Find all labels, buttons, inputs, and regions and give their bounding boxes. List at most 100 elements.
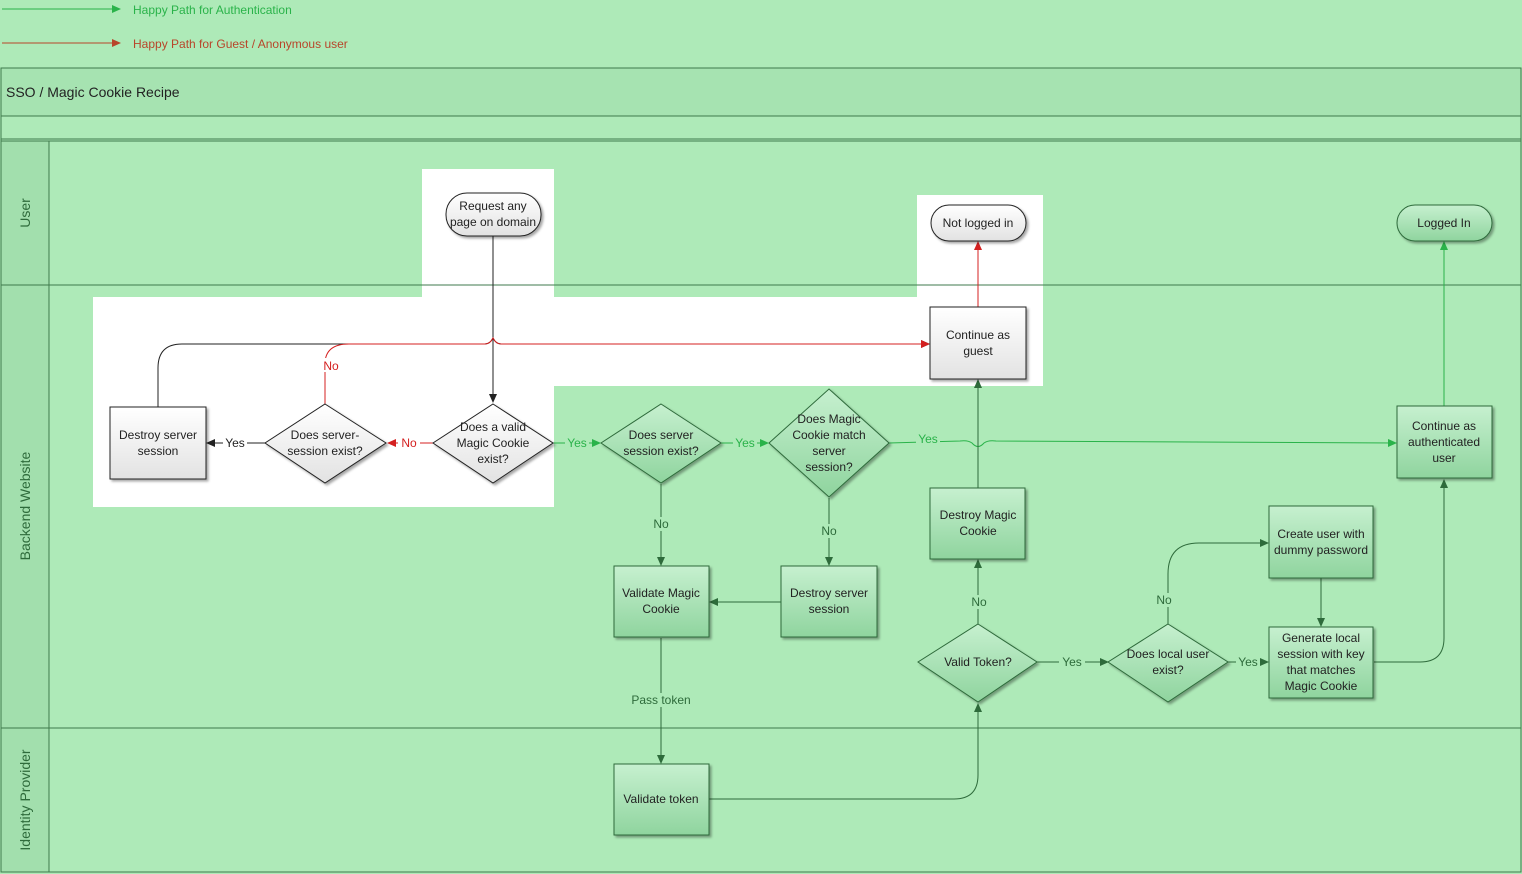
node-label-line: Does server bbox=[629, 428, 694, 442]
label-yes-black: Yes bbox=[225, 436, 245, 450]
node-destroy-session-2-label: Destroy server session bbox=[790, 586, 868, 616]
node-label-line: Valid Token? bbox=[944, 655, 1012, 669]
node-label-line: session? bbox=[805, 460, 853, 474]
node-label-line: Destroy Magic bbox=[940, 508, 1017, 522]
label-no-1: No bbox=[653, 517, 669, 531]
label-no-3: No bbox=[971, 595, 987, 609]
node-request-page-label: Request any page on domain bbox=[450, 199, 536, 229]
node-label-line: Cookie bbox=[642, 602, 680, 616]
node-label-line: Logged In bbox=[1417, 216, 1470, 230]
node-label-line: Cookie match bbox=[792, 428, 865, 442]
node-destroy-session-1: Destroy server session bbox=[109, 406, 207, 480]
node-label-line: Does server- bbox=[291, 428, 360, 442]
node-label-line: Magic Cookie bbox=[1285, 679, 1358, 693]
connectors bbox=[157, 236, 1448, 800]
node-label-line: session exist? bbox=[287, 444, 363, 458]
node-generate-session: Generate local session with key that match… bbox=[1268, 626, 1374, 699]
node-continue-guest-label: Continue as guest bbox=[946, 328, 1010, 358]
lane-user-label: User bbox=[17, 198, 33, 228]
node-label-line: exist? bbox=[477, 452, 509, 466]
node-label-line: Not logged in bbox=[943, 216, 1014, 230]
node-label-line: Validate token bbox=[623, 792, 698, 806]
node-not-logged-in: Not logged in bbox=[930, 204, 1027, 242]
node-validate-token-label: Validate token bbox=[623, 792, 698, 806]
label-pass-token: Pass token bbox=[631, 693, 690, 707]
node-label-line: authenticated bbox=[1408, 435, 1480, 449]
label-yes-4: Yes bbox=[1062, 655, 1082, 669]
label-yes-green-1: Yes bbox=[567, 436, 587, 450]
page-title: SSO / Magic Cookie Recipe bbox=[6, 84, 180, 100]
node-continue-auth: Continue as authenticated user bbox=[1396, 405, 1493, 479]
node-label-line: Magic Cookie bbox=[457, 436, 530, 450]
node-label-line: session bbox=[138, 444, 179, 458]
node-valid-token-label: Valid Token? bbox=[944, 655, 1012, 669]
label-yes-5: Yes bbox=[1238, 655, 1258, 669]
node-label-line: Create user with bbox=[1277, 527, 1364, 541]
label-yes-green-3: Yes bbox=[918, 432, 938, 446]
node-label-line: session exist? bbox=[623, 444, 699, 458]
node-label-line: Continue as bbox=[946, 328, 1010, 342]
node-label-line: Validate Magic bbox=[622, 586, 700, 600]
node-label-line: guest bbox=[963, 344, 993, 358]
node-logged-in: Logged In bbox=[1396, 204, 1493, 242]
node-server-session-exist-2-label: Does server session exist? bbox=[623, 428, 699, 458]
node-label-line: that matches bbox=[1287, 663, 1356, 677]
label-no-red-2: No bbox=[401, 436, 417, 450]
label-no-2: No bbox=[821, 524, 837, 538]
node-destroy-session-2: Destroy server session bbox=[780, 565, 878, 638]
lane-backend-label: Backend Website bbox=[17, 451, 33, 560]
node-label-line: Does Magic bbox=[797, 412, 860, 426]
node-server-session-exist-1-label: Does server-session exist? bbox=[287, 428, 363, 458]
label-no-4: No bbox=[1156, 593, 1172, 607]
node-create-user-label: Create user with dummy password bbox=[1274, 527, 1368, 557]
node-destroy-session-1-label: Destroy server session bbox=[119, 428, 197, 458]
node-label-line: session bbox=[809, 602, 850, 616]
edge-labels: No No Yes Yes Yes Yes No No Pass token N… bbox=[223, 358, 1260, 707]
node-label-line: Destroy server bbox=[790, 586, 868, 600]
node-generate-session-label: Generate local session with key that match… bbox=[1277, 631, 1364, 693]
node-label-line: Continue as bbox=[1412, 419, 1476, 433]
node-create-user: Create user with dummy password bbox=[1268, 505, 1374, 579]
edge-local-no bbox=[1167, 539, 1269, 624]
node-label-line: dummy password bbox=[1274, 543, 1368, 557]
legend-auth-label: Happy Path for Authentication bbox=[133, 3, 292, 17]
legend-guest-label: Happy Path for Guest / Anonymous user bbox=[133, 37, 348, 51]
node-label-line: Destroy server bbox=[119, 428, 197, 442]
node-server-session-exist-1: Does server-session exist? bbox=[264, 403, 387, 484]
edge-session-no-red bbox=[324, 336, 930, 404]
lane-idp-label: Identity Provider bbox=[17, 749, 33, 850]
node-continue-guest: Continue as guest bbox=[929, 306, 1027, 380]
node-label-line: page on domain bbox=[450, 215, 536, 229]
node-logged-in-label: Logged In bbox=[1417, 216, 1470, 230]
node-server-session-exist-2: Does server session exist? bbox=[600, 403, 722, 484]
node-validate-token: Validate token bbox=[613, 763, 710, 836]
node-label-line: server bbox=[812, 444, 845, 458]
label-yes-green-2: Yes bbox=[735, 436, 755, 450]
node-label-line: Generate local bbox=[1282, 631, 1360, 645]
edge-token-to-valid bbox=[709, 703, 982, 800]
node-request-page: Request any page on domain bbox=[445, 192, 542, 237]
title-bar bbox=[0, 67, 1522, 117]
legend: Happy Path for Authentication Happy Path… bbox=[2, 3, 348, 51]
edge-generate-to-auth bbox=[1374, 479, 1448, 663]
node-continue-auth-label: Continue as authenticated user bbox=[1408, 419, 1480, 465]
node-label-line: session with key bbox=[1277, 647, 1364, 661]
node-label-line: Request any bbox=[459, 199, 526, 213]
node-label-line: Cookie bbox=[959, 524, 997, 538]
label-no-red-1: No bbox=[323, 359, 339, 373]
node-label-line: exist? bbox=[1152, 663, 1184, 677]
node-valid-token: Valid Token? bbox=[917, 623, 1038, 703]
node-label-line: user bbox=[1432, 451, 1455, 465]
